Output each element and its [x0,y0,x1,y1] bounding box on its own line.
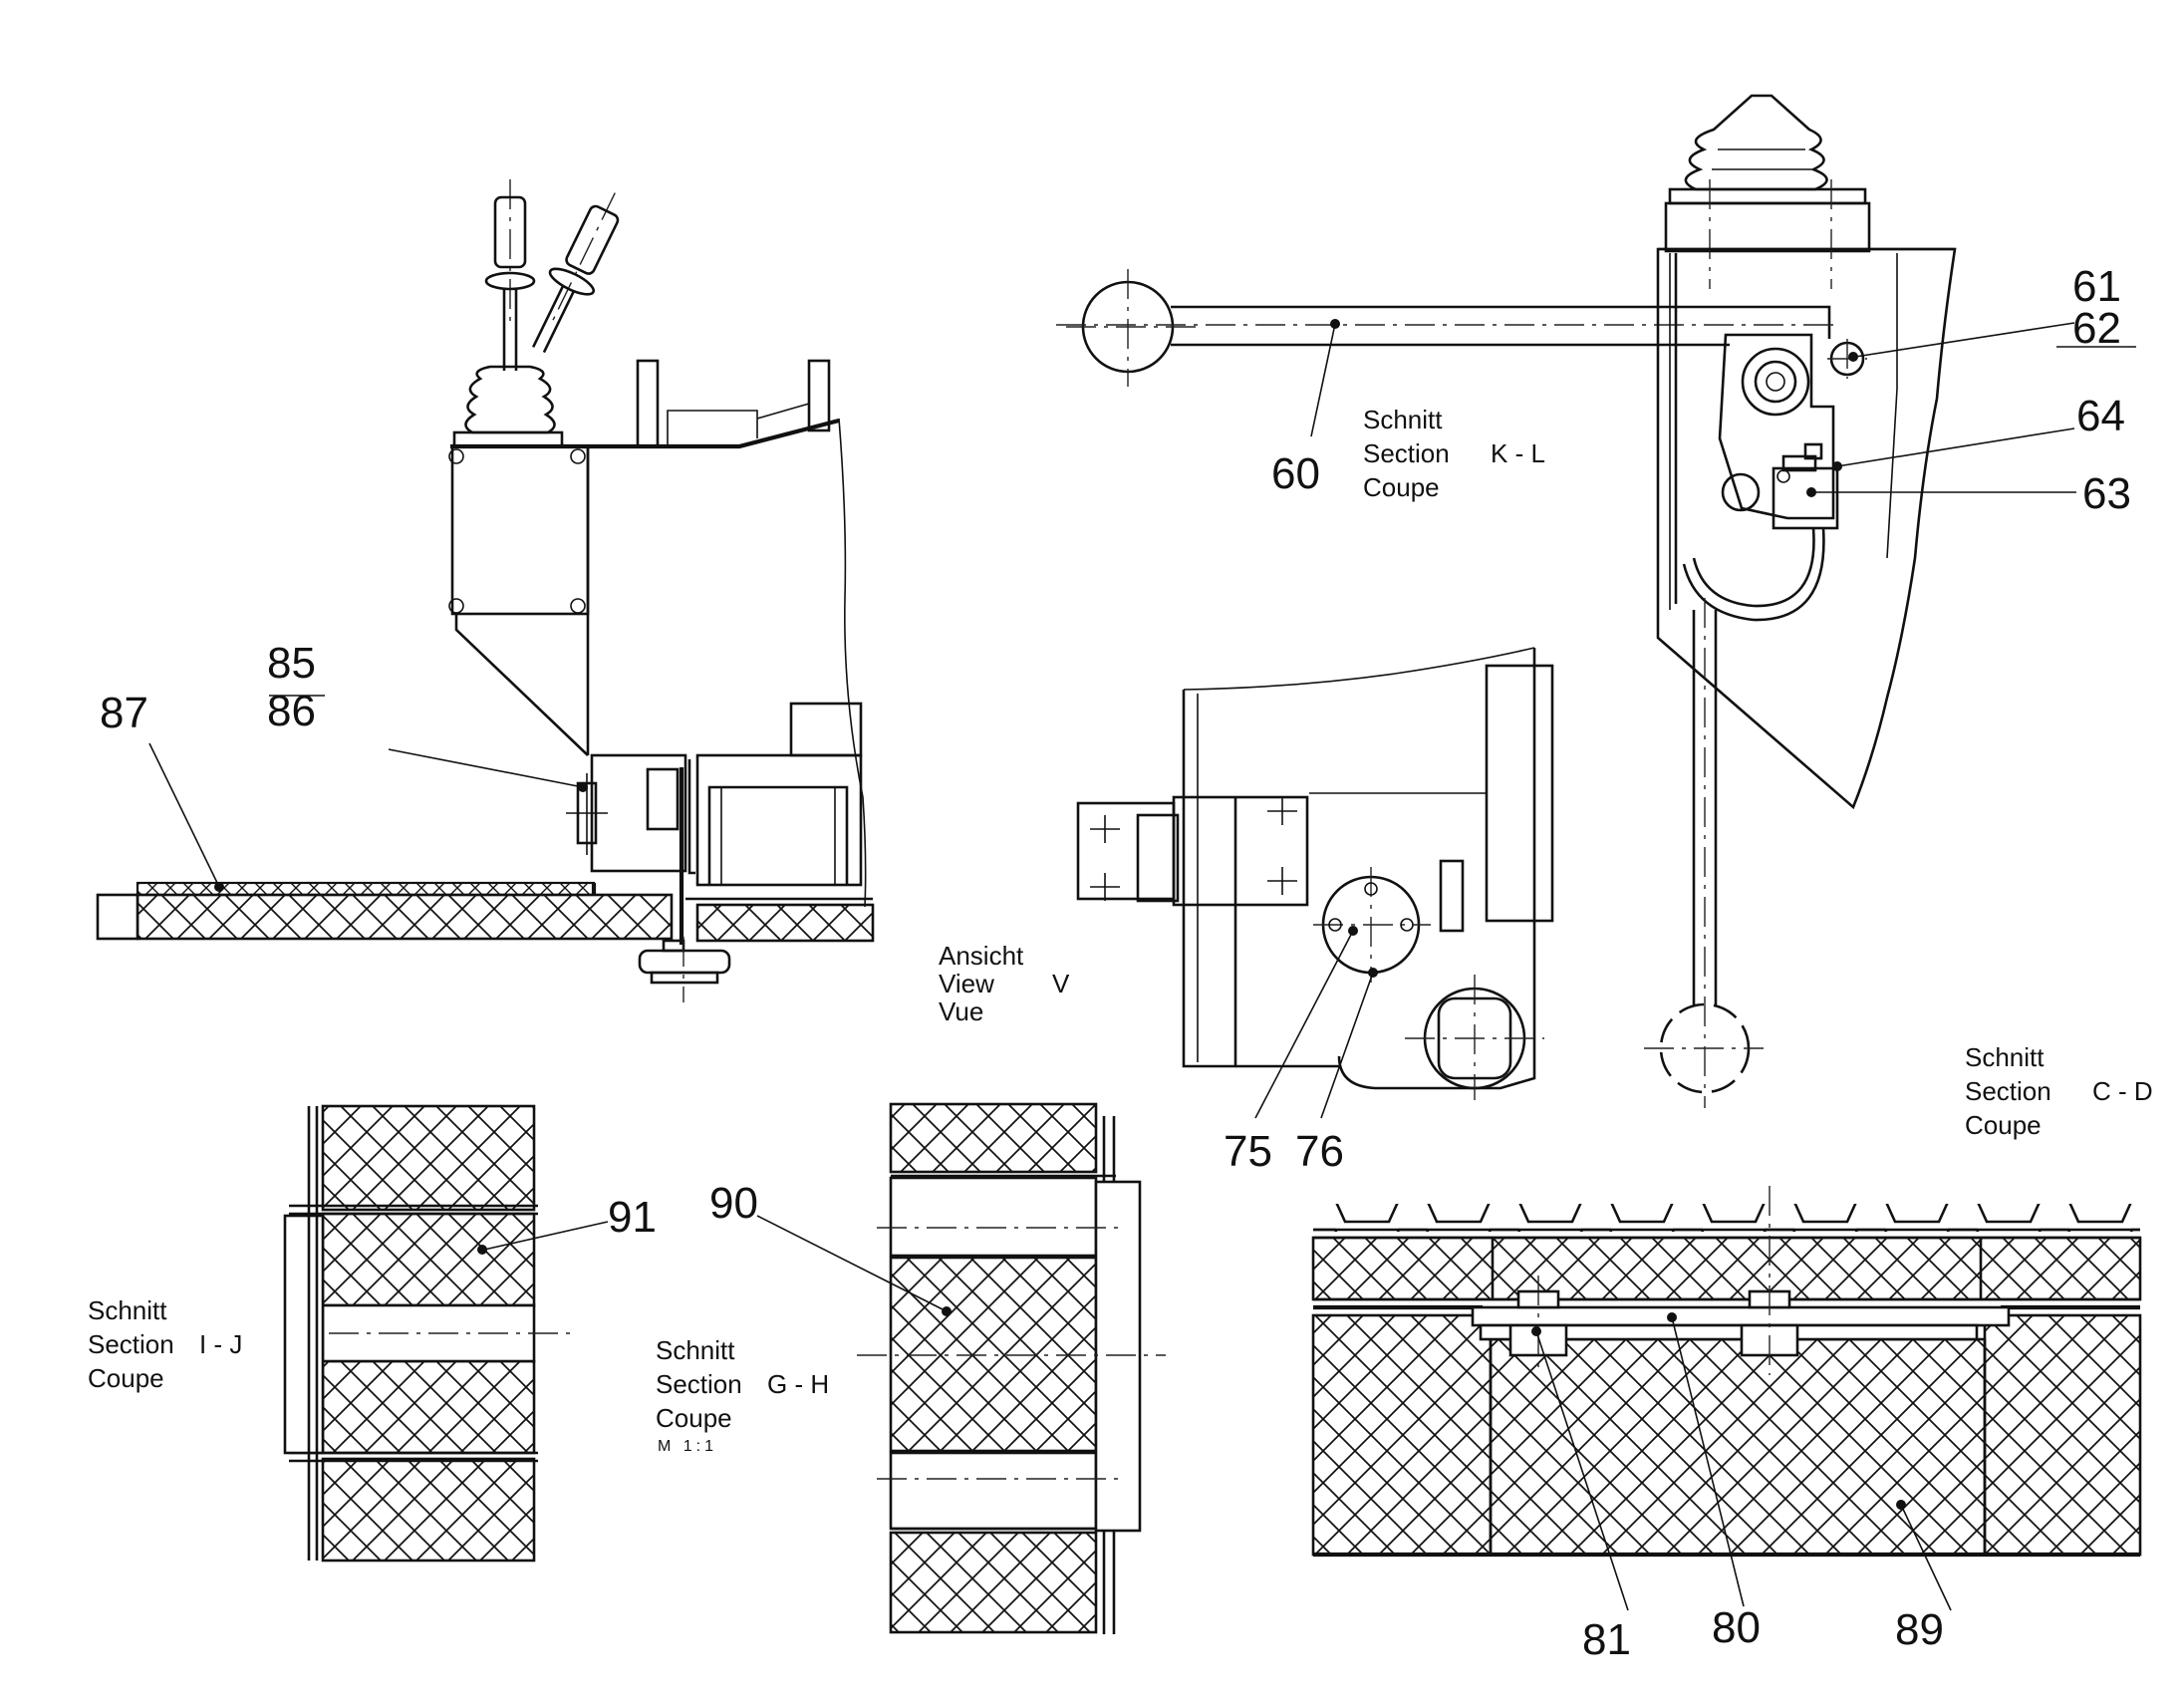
svg-text:Schnitt: Schnitt [88,1295,167,1325]
svg-text:Ansicht: Ansicht [939,941,1024,971]
caption-section-ij: Schnitt Section I - J Coupe [88,1295,242,1393]
label-64: 64 [2076,392,2125,440]
label-91: 91 [608,1193,657,1242]
label-60: 60 [1271,449,1320,498]
label-80: 80 [1712,1603,1761,1652]
label-90: 90 [709,1179,758,1228]
label-76: 76 [1295,1127,1344,1176]
caption-section-gh: Schnitt Section G - H Coupe M 1:1 [656,1335,829,1455]
section-gh-assembly [857,1102,1166,1634]
svg-text:Schnitt: Schnitt [656,1335,735,1365]
label-81: 81 [1582,1615,1631,1664]
section-kl-assembly [1056,94,1957,1108]
item-numbers: 60 61 62 64 63 85 86 87 75 76 91 90 81 8… [100,262,2131,1664]
section-cd-assembly [1311,1186,2142,1558]
label-61: 61 [2072,262,2121,311]
leader-lines [148,319,2136,1611]
svg-text:Coupe: Coupe [1363,472,1440,502]
label-75: 75 [1224,1127,1272,1176]
svg-text:Schnitt: Schnitt [1363,405,1443,434]
svg-text:G - H: G - H [767,1369,829,1399]
svg-text:View: View [939,969,994,998]
label-89: 89 [1895,1605,1944,1654]
svg-text:Vue: Vue [939,996,983,1026]
caption-view-v: Ansicht View V Vue [939,941,1070,1026]
svg-text:Section: Section [1363,438,1450,468]
caption-section-cd: Schnitt Section C - D Coupe [1965,1042,2153,1140]
label-85: 85 [267,639,316,688]
svg-text:Section: Section [88,1329,174,1359]
svg-text:Coupe: Coupe [1965,1110,2042,1140]
svg-text:K - L: K - L [1491,438,1545,468]
caption-section-kl: Schnitt Section K - L Coupe [1363,405,1545,502]
svg-text:V: V [1052,969,1070,998]
label-87: 87 [100,689,148,737]
svg-text:Schnitt: Schnitt [1965,1042,2045,1072]
cab-floor-assembly [96,179,875,1002]
svg-text:Coupe: Coupe [88,1363,164,1393]
label-63: 63 [2082,469,2131,518]
svg-text:Section: Section [656,1369,742,1399]
svg-text:Coupe: Coupe [656,1403,732,1433]
label-86: 86 [267,687,316,735]
svg-text:C - D: C - D [2092,1076,2153,1106]
svg-text:Section: Section [1965,1076,2051,1106]
section-ij-assembly [283,1104,570,1563]
svg-text:M 1:1: M 1:1 [658,1438,717,1455]
label-62: 62 [2072,304,2121,353]
svg-text:I - J: I - J [199,1329,242,1359]
view-v-assembly [1076,647,1554,1100]
